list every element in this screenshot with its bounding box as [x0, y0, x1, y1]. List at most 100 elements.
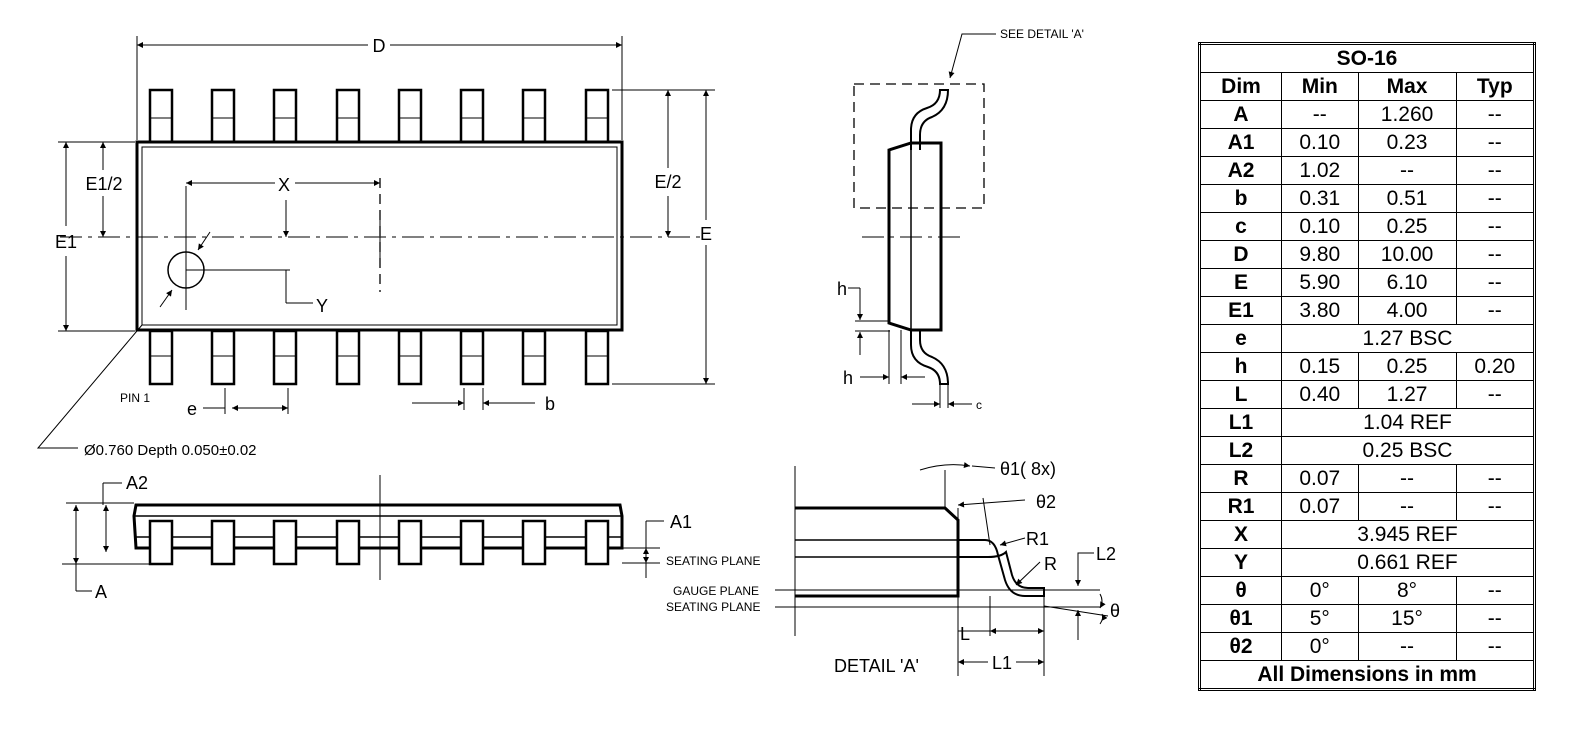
e-label: E: [700, 224, 712, 244]
dim-cell: θ2: [1199, 632, 1282, 661]
lead-side: [397, 519, 423, 566]
dim-cell: X: [1199, 520, 1282, 549]
lead-bottom: [210, 329, 236, 386]
e-half-label: E/2: [654, 172, 681, 192]
span-value-cell: 1.04 REF: [1281, 408, 1535, 437]
span-value-cell: 0.661 REF: [1281, 548, 1535, 577]
hole-note: Ø0.760 Depth 0.050±0.02: [84, 442, 257, 459]
lead-bottom: [459, 329, 485, 386]
gauge-plane-label: GAUGE PLANE: [673, 584, 759, 598]
theta1-label: θ1( 8x): [1000, 459, 1056, 479]
detail-a: GAUGE PLANE SEATING PLANE θ1( 8x) θ2 R1 …: [666, 459, 1120, 676]
h-label-top: h: [837, 279, 847, 299]
min-cell: 5.90: [1281, 268, 1359, 297]
min-cell: 3.80: [1281, 296, 1359, 325]
dim-cell: b: [1199, 184, 1282, 213]
side-leads: [148, 519, 610, 566]
lead-bottom: [272, 329, 298, 386]
lead-top: [459, 88, 485, 144]
lead-top: [148, 88, 174, 144]
package-body: [135, 140, 624, 332]
max-cell: 4.00: [1357, 296, 1457, 325]
min-cell: 0°: [1281, 576, 1359, 605]
min-cell: 1.02: [1281, 156, 1359, 185]
typ-cell: --: [1455, 604, 1536, 633]
l2-label: L2: [1096, 544, 1116, 564]
typ-cell: --: [1455, 632, 1536, 661]
min-cell: --: [1281, 100, 1359, 129]
top-leads-upper: [148, 88, 610, 144]
dim-cell: θ: [1199, 576, 1282, 605]
lead-side: [210, 519, 236, 566]
min-cell: 0.40: [1281, 380, 1359, 409]
lead-side: [584, 519, 610, 566]
dim-cell: A: [1199, 100, 1282, 129]
header-min: Min: [1281, 72, 1359, 101]
e-pitch-label: e: [187, 399, 197, 419]
lead-top: [521, 88, 547, 144]
span-value-cell: 1.27 BSC: [1281, 324, 1535, 353]
lead-bottom: [521, 329, 547, 386]
lead-top: [335, 88, 361, 144]
dim-cell: R1: [1199, 492, 1282, 521]
lead-top: [397, 88, 423, 144]
dim-cell: Y: [1199, 548, 1282, 577]
header-dim: Dim: [1199, 72, 1282, 101]
theta2-label: θ2: [1036, 492, 1056, 512]
max-cell: 6.10: [1357, 268, 1457, 297]
theta-label: θ: [1110, 601, 1120, 621]
seating-plane-label-1: SEATING PLANE: [666, 554, 760, 568]
min-cell: 0.07: [1281, 492, 1359, 521]
dim-cell: h: [1199, 352, 1282, 381]
l-label: L: [960, 624, 970, 644]
lead-top: [584, 88, 610, 144]
end-view: SEE DETAIL 'A' h h c: [837, 27, 1084, 412]
c-label: c: [976, 398, 982, 412]
dim-cell: θ1: [1199, 604, 1282, 633]
min-cell: 5°: [1281, 604, 1359, 633]
typ-cell: --: [1455, 464, 1536, 493]
b-label: b: [545, 394, 555, 414]
lead-bottom: [397, 329, 423, 386]
table-title: SO-16: [1199, 43, 1535, 73]
detail-a-caption: DETAIL 'A': [834, 656, 919, 676]
seating-plane-label-2: SEATING PLANE: [666, 600, 760, 614]
lead-side: [148, 519, 174, 566]
a1-label: A1: [670, 512, 692, 532]
r1-label: R1: [1026, 529, 1049, 549]
max-cell: 1.27: [1357, 380, 1457, 409]
dim-cell: c: [1199, 212, 1282, 241]
max-cell: 0.51: [1357, 184, 1457, 213]
x-label: X: [278, 175, 290, 195]
max-cell: 10.00: [1357, 240, 1457, 269]
lead-bottom: [148, 329, 174, 386]
header-max: Max: [1357, 72, 1457, 101]
dim-cell: A1: [1199, 128, 1282, 157]
typ-cell: --: [1455, 240, 1536, 269]
pin1-label: PIN 1: [120, 391, 150, 405]
min-cell: 9.80: [1281, 240, 1359, 269]
side-view: A A2 A1 SEATING PLANE: [62, 473, 760, 602]
typ-cell: 0.20: [1455, 352, 1536, 381]
lead-side: [272, 519, 298, 566]
max-cell: 15°: [1357, 604, 1457, 633]
min-cell: 0.07: [1281, 464, 1359, 493]
dim-cell: E: [1199, 268, 1282, 297]
min-cell: 0.10: [1281, 212, 1359, 241]
